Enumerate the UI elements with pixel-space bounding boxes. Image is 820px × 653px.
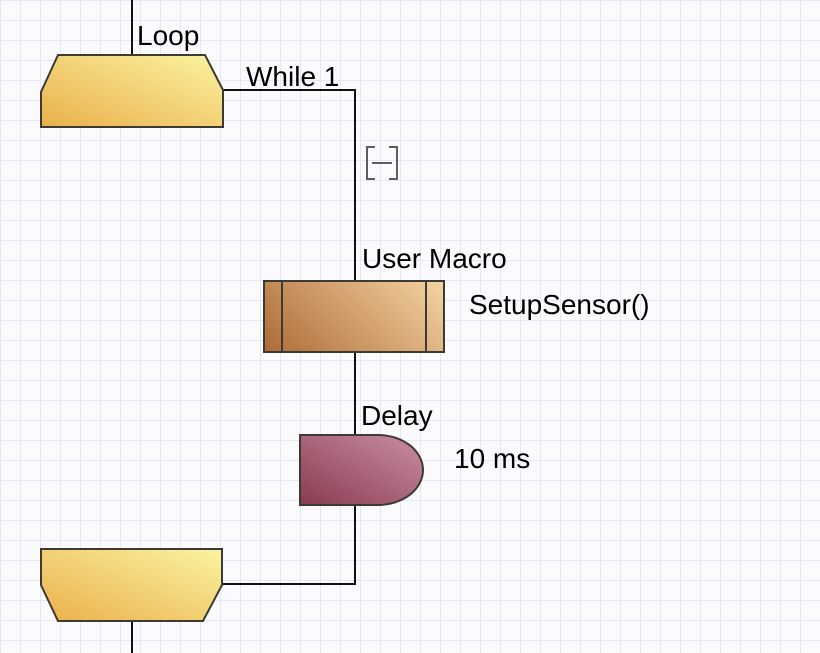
- collapse-bracket-right: [389, 146, 398, 180]
- connector-top-stub: [131, 0, 133, 56]
- connector-delay-to-loopend: [354, 505, 356, 585]
- macro-left-bar: [281, 282, 283, 351]
- delay-shape[interactable]: [299, 434, 424, 506]
- user-macro-label: User Macro: [362, 243, 507, 274]
- connector-macro-to-delay: [354, 352, 356, 435]
- connector-loop-right: [222, 89, 356, 91]
- user-macro-shape[interactable]: [263, 280, 445, 353]
- user-macro-call-label: SetupSensor(): [469, 289, 650, 320]
- loop-end-shape[interactable]: [40, 548, 224, 623]
- connector-bottom-stub: [131, 621, 133, 653]
- connector-loopend-right: [222, 583, 356, 585]
- delay-label: Delay: [361, 400, 433, 431]
- loop-start-label: Loop: [137, 20, 200, 51]
- collapse-expand-icon[interactable]: [366, 146, 398, 180]
- macro-right-bar: [425, 282, 427, 351]
- delay-duration-label: 10 ms: [454, 443, 531, 474]
- collapse-minus: [372, 162, 392, 164]
- loop-start-shape[interactable]: [40, 54, 224, 129]
- loop-condition-label: While 1: [246, 61, 340, 92]
- connector-main-upper: [354, 89, 356, 281]
- collapse-bracket-left: [366, 146, 375, 180]
